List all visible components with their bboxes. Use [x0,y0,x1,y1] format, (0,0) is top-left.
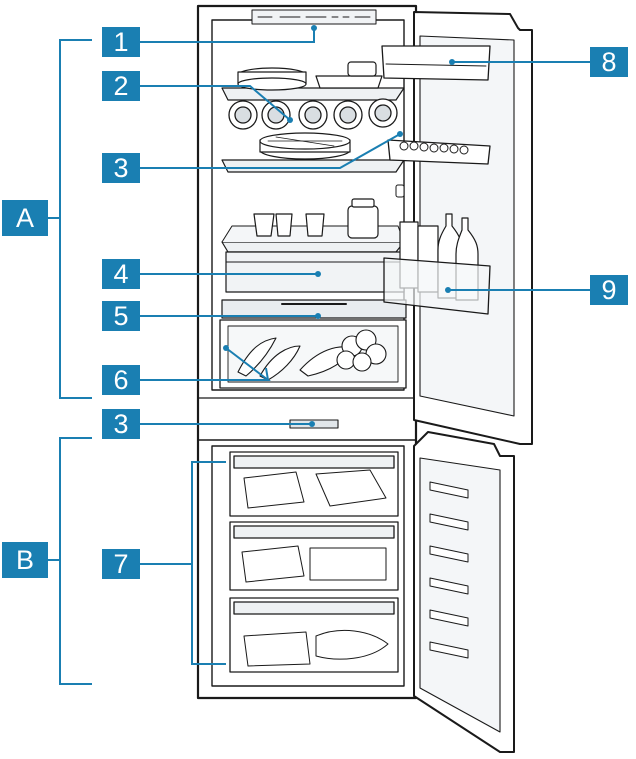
callout-1: 1 [102,27,140,57]
fridge-door [381,11,533,445]
callout-7: 7 [102,549,140,579]
callout-4: 4 [102,259,140,289]
callout-3-lower: 3 [102,409,140,439]
callout-2: 2 [102,71,140,101]
leader-dots [223,25,455,427]
upper-compartment [219,61,407,429]
callout-3-upper: 3 [102,153,140,183]
section-label-a: A [2,200,48,236]
callout-9: 9 [590,275,628,305]
freezer-door [413,431,515,753]
callout-5: 5 [102,301,140,331]
callout-8: 8 [590,47,628,77]
leader-lines [48,28,590,685]
freezer-compartment [229,451,399,673]
callout-6: 6 [102,365,140,395]
section-label-b: B [2,542,48,578]
